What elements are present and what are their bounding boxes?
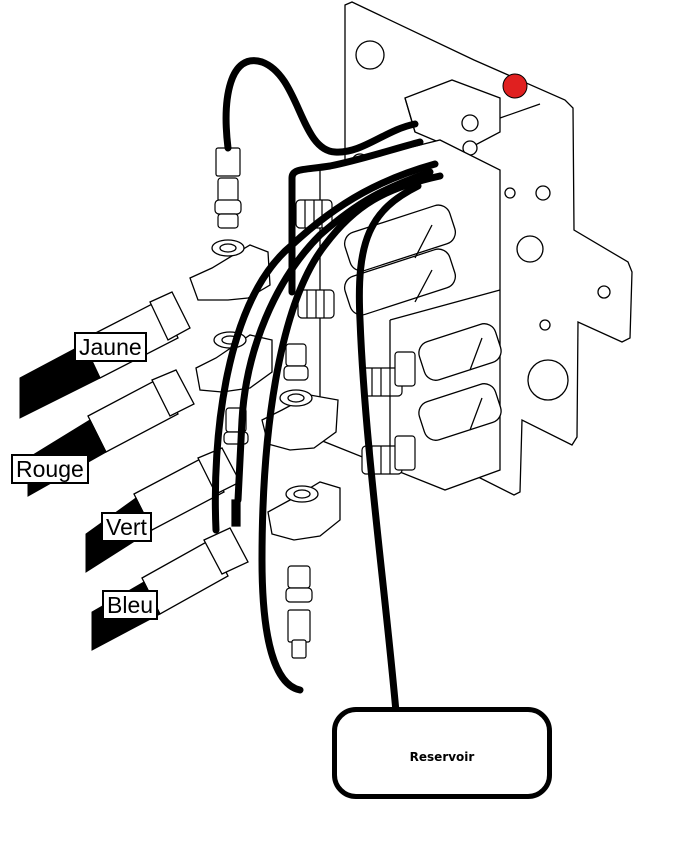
- reservoir-label: Reservoir: [409, 750, 475, 764]
- hydraulic-lines: [211, 57, 444, 739]
- manifold-block: [404, 79, 501, 156]
- label-jaune: Jaune: [74, 332, 147, 362]
- label-bleu: Bleu: [102, 590, 159, 620]
- label-rouge: Rouge: [11, 454, 89, 484]
- solenoid-cartridges: [343, 204, 502, 441]
- reservoir-box: Reservoir: [332, 707, 552, 799]
- tee-fittings: [189, 239, 341, 541]
- label-vert: Vert: [101, 512, 152, 542]
- line-connector-bottom: [291, 639, 307, 659]
- red-plug: [499, 73, 541, 119]
